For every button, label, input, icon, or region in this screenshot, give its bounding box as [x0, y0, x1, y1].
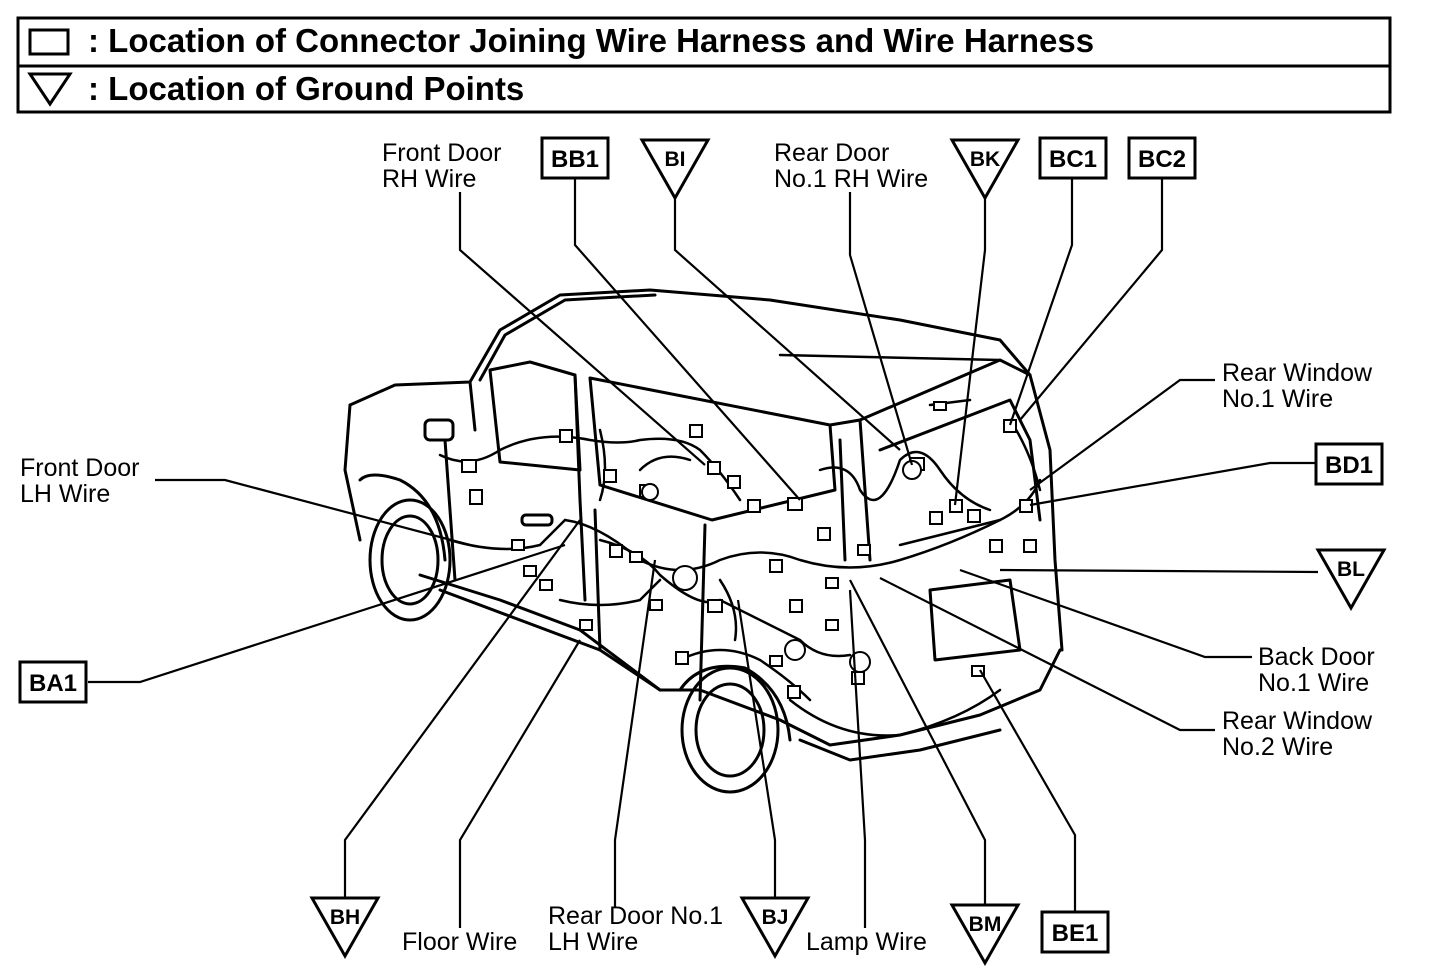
svg-text:Front Door: Front Door	[382, 139, 501, 167]
vehicle-illustration	[343, 288, 1064, 794]
svg-text:Rear Window: Rear Window	[1222, 707, 1373, 735]
ground-code: BK	[970, 148, 1000, 171]
svg-text:Front Door: Front Door	[20, 454, 139, 482]
svg-text:No.1 Wire: No.1 Wire	[1258, 669, 1369, 697]
connector-code: BC2	[1138, 146, 1186, 173]
svg-text:No.2 Wire: No.2 Wire	[1222, 733, 1333, 761]
wire-label-rear-door-no1-rh: Rear Door No.1 RH Wire	[774, 139, 928, 193]
ground-code: BL	[1337, 558, 1365, 581]
connector-symbol-icon	[28, 28, 70, 56]
ground-code: BI	[665, 148, 686, 171]
wire-label-floor: Floor Wire	[402, 928, 517, 956]
connector-label-be1: BE1	[1040, 910, 1110, 954]
wire-label-back-door-no1: Back Door No.1 Wire	[1258, 643, 1375, 697]
connector-code: BC1	[1049, 146, 1097, 173]
connector-label-bd1: BD1	[1314, 442, 1384, 486]
svg-text:No.1 RH Wire: No.1 RH Wire	[774, 165, 928, 193]
connector-label-bb1: BB1	[540, 136, 610, 180]
connector-code: BE1	[1052, 920, 1099, 947]
connector-label-bc1: BC1	[1038, 136, 1108, 180]
svg-text:LH Wire: LH Wire	[548, 928, 638, 956]
svg-text:Rear Window: Rear Window	[1222, 359, 1373, 387]
ground-code: BM	[969, 913, 1002, 936]
svg-text:No.1 Wire: No.1 Wire	[1222, 385, 1333, 413]
legend-connector-text: : Location of Connector Joining Wire Har…	[88, 22, 1094, 59]
svg-text:Back Door: Back Door	[1258, 643, 1375, 671]
legend: : Location of Connector Joining Wire Har…	[16, 16, 1392, 114]
svg-text:Rear Door: Rear Door	[774, 139, 889, 167]
connector-code: BB1	[551, 146, 599, 173]
ground-label-bk: BK	[949, 138, 1021, 202]
svg-text:RH Wire: RH Wire	[382, 165, 476, 193]
harness-lines	[438, 353, 1042, 737]
ground-label-bh: BH	[309, 896, 381, 960]
wire-label-lamp: Lamp Wire	[806, 928, 927, 956]
wire-label-rear-window-no2: Rear Window No.2 Wire	[1222, 707, 1373, 761]
ground-symbol-icon	[27, 72, 73, 107]
connector-code: BA1	[29, 670, 77, 697]
ground-label-bj: BJ	[739, 896, 811, 960]
ground-label-bm: BM	[949, 903, 1021, 967]
leader-lines	[88, 178, 1319, 928]
ground-code: BH	[330, 906, 360, 929]
ground-label-bi: BI	[639, 138, 711, 202]
connector-label-bc2: BC2	[1127, 136, 1197, 180]
legend-ground-text: : Location of Ground Points	[88, 70, 524, 107]
ground-code: BJ	[762, 906, 789, 929]
ground-label-bl: BL	[1315, 548, 1387, 612]
svg-text:Rear Door No.1: Rear Door No.1	[548, 902, 723, 930]
wire-label-front-door-rh: Front Door RH Wire	[382, 139, 501, 193]
harness-connectors	[461, 401, 1037, 699]
connector-label-ba1: BA1	[18, 660, 88, 704]
wire-label-rear-door-no1-lh: Rear Door No.1 LH Wire	[548, 902, 723, 956]
wire-label-front-door-lh: Front Door LH Wire	[20, 454, 139, 508]
svg-text:LH Wire: LH Wire	[20, 480, 110, 508]
wire-label-rear-window-no1: Rear Window No.1 Wire	[1222, 359, 1373, 413]
connector-code: BD1	[1325, 452, 1373, 479]
